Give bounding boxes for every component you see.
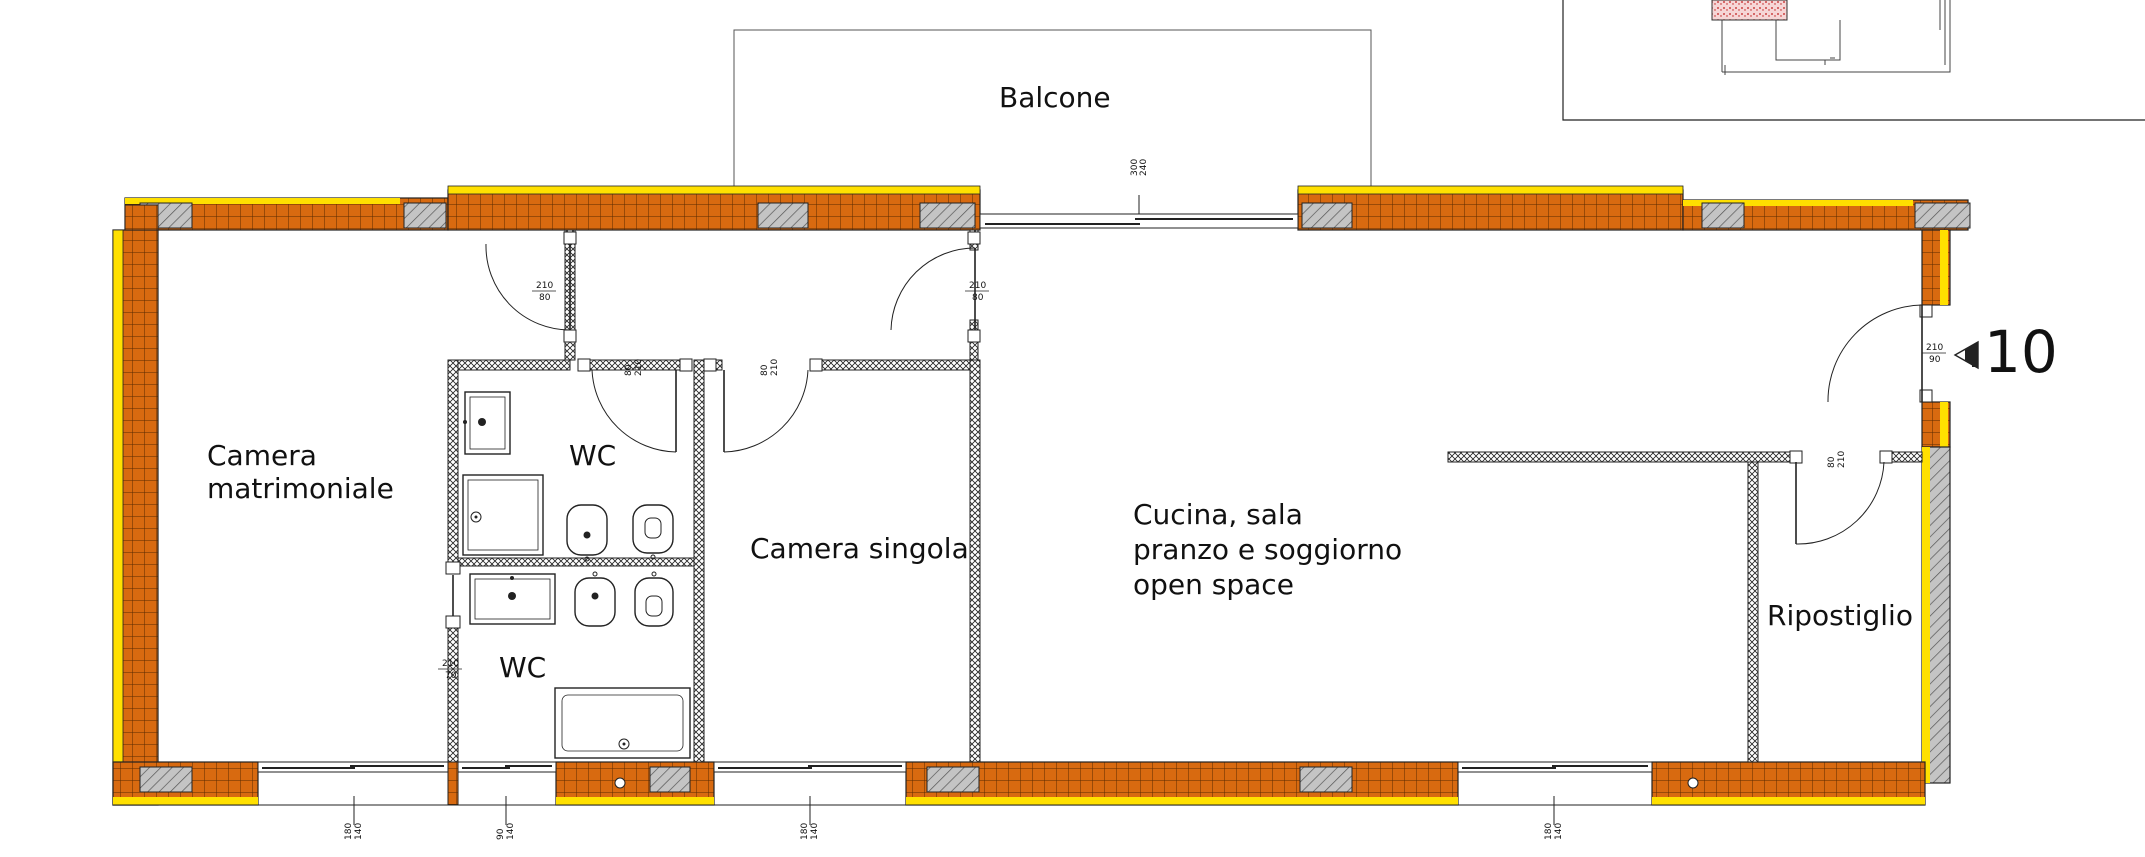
room-label-ripostiglio: Ripostiglio	[1767, 599, 1913, 632]
dim-door-matrimoniale-2: 80	[539, 293, 551, 303]
dim-window-2-2: 140	[506, 823, 516, 840]
room-label-camera-matrimoniale-1: Camera	[207, 439, 317, 472]
sink-icon	[469, 573, 556, 625]
room-label-open-space-1: Cucina, sala	[1133, 498, 1303, 531]
dim-door-entry-2: 90	[1929, 355, 1941, 365]
dim-door-corridor-1: 210	[969, 281, 986, 291]
room-label-balcone: Balcone	[999, 81, 1111, 114]
dim-window-2-1: 90	[496, 828, 506, 840]
dim-door-matrimoniale-1: 210	[536, 281, 553, 291]
dim-door-wc-bottom-2: 70	[445, 671, 457, 681]
dim-door-entry-1: 210	[1926, 343, 1943, 353]
room-label-wc-top: WC	[569, 439, 616, 472]
door-jambs	[445, 231, 1933, 629]
bathtub-icon	[554, 687, 691, 759]
exterior-wall-top	[124, 185, 1971, 231]
door-swings	[452, 243, 1923, 616]
bidet-icon	[574, 571, 616, 627]
dim-balcony-door-2: 240	[1139, 159, 1149, 176]
unit-number: 10	[1984, 318, 2058, 386]
exterior-wall-bottom	[112, 761, 1926, 825]
dim-door-ripostiglio-1: 80	[1827, 456, 1837, 468]
room-label-camera-matrimoniale-2: matrimoniale	[207, 472, 394, 505]
room-label-camera-singola: Camera singola	[750, 532, 969, 565]
dim-window-1-2: 140	[354, 823, 364, 840]
dim-door-wc-top-1: 80	[624, 364, 634, 376]
sink-icon	[463, 391, 511, 455]
dim-window-3-1: 180	[800, 823, 810, 840]
dim-door-wc-bottom-1: 210	[442, 659, 459, 669]
dim-window-1-1: 180	[344, 823, 354, 840]
exterior-wall-left	[112, 204, 159, 806]
bidet-icon	[566, 504, 608, 562]
exterior-wall-right	[1921, 229, 1951, 784]
dimension-annotations: 300 240 210 80 210 80 80 210 80 210 210 …	[344, 159, 1946, 840]
toilet-icon	[632, 504, 674, 560]
entrance-marker-icon	[1953, 340, 1979, 370]
balcony-outline	[733, 29, 1372, 186]
dim-door-corridor-2: 80	[972, 293, 984, 303]
shower-tray-icon	[462, 474, 544, 556]
dim-door-wc-top-2: 210	[634, 359, 644, 376]
toilet-icon	[634, 571, 674, 627]
dim-door-singola-1: 80	[760, 364, 770, 376]
dim-window-3-2: 140	[810, 823, 820, 840]
dim-door-ripostiglio-2: 210	[1837, 451, 1847, 468]
room-label-open-space-2: pranzo e soggiorno	[1133, 533, 1402, 566]
dim-window-4-2: 140	[1554, 823, 1564, 840]
key-plan-inset	[1562, 0, 2145, 121]
interior-partitions	[447, 229, 1923, 763]
dim-window-4-1: 180	[1544, 823, 1554, 840]
room-label-open-space-3: open space	[1133, 568, 1294, 601]
room-label-wc-bottom: WC	[499, 651, 546, 684]
dim-door-singola-2: 210	[770, 359, 780, 376]
dim-balcony-door-1: 300	[1130, 159, 1140, 176]
